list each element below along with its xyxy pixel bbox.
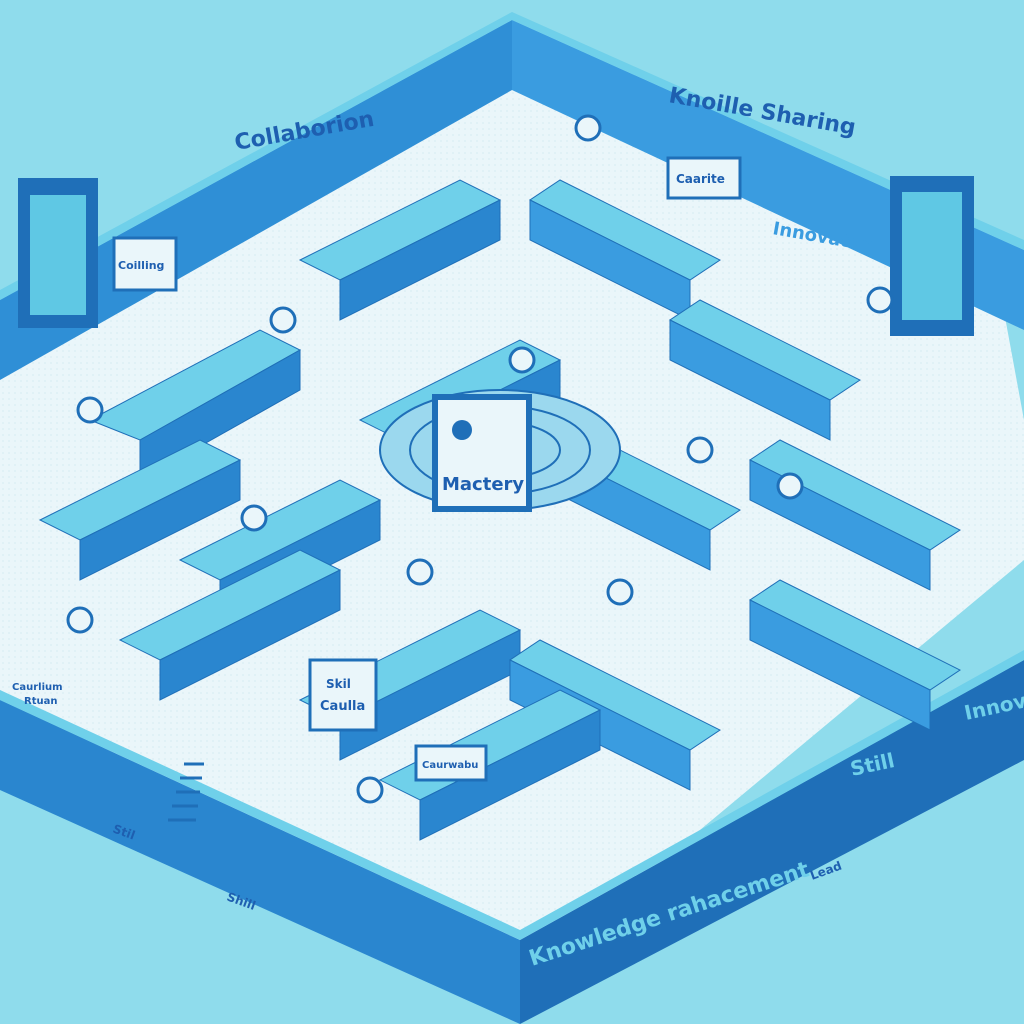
left-wall-sign: Caurlium Rtuan [12, 682, 63, 707]
center-sign: Mactery [432, 394, 532, 512]
stairs [168, 762, 204, 822]
location-pins [66, 114, 894, 804]
svg-text:Caurwabu: Caurwabu [422, 760, 478, 771]
door-right [890, 176, 974, 336]
svg-text:Skil: Skil [326, 677, 351, 691]
svg-text:Caarite: Caarite [676, 172, 725, 186]
sign-left: Coilling [112, 236, 178, 292]
center-sign-label: Mactery [442, 474, 524, 495]
sign-upper: Caarite [666, 156, 742, 200]
outer-wall-front-left [0, 700, 520, 1024]
svg-text:Caulla: Caulla [320, 699, 365, 714]
svg-text:Coilling: Coilling [118, 259, 164, 272]
svg-text:Caurlium: Caurlium [12, 682, 63, 693]
sign-center-left: Skil Caulla [308, 658, 378, 732]
svg-text:Rtuan: Rtuan [24, 696, 57, 707]
outer-wall-front-right [520, 660, 1024, 1024]
sign-lower: Caurwabu [414, 744, 488, 782]
door-left [18, 178, 98, 328]
